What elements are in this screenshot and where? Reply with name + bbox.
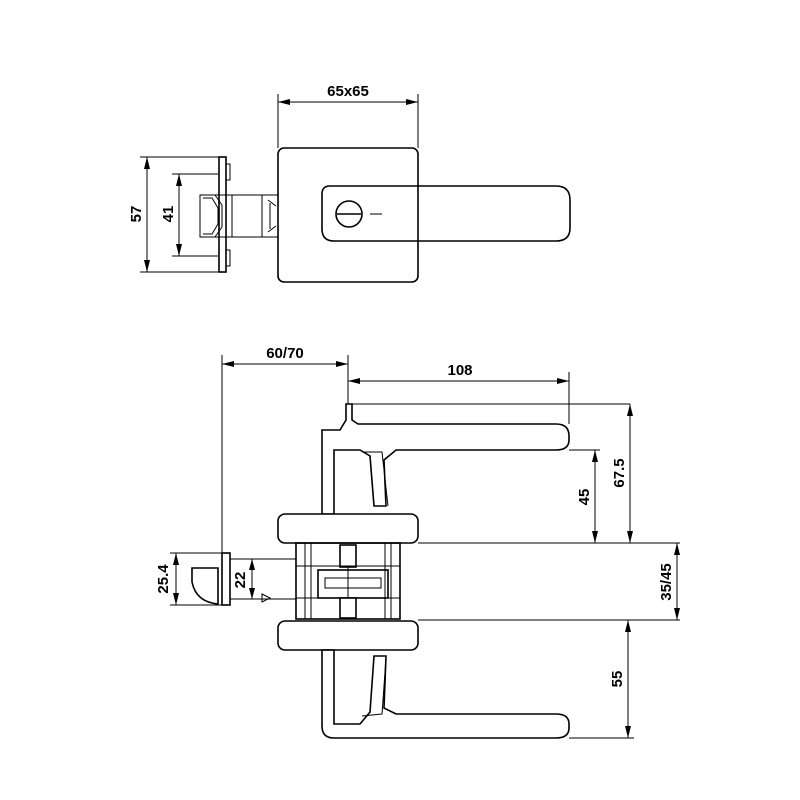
- lever-front: [321, 185, 571, 242]
- dim-latch-face: 25.4: [155, 564, 172, 594]
- dim-backset: 60/70: [266, 345, 304, 362]
- lower-lever: [321, 649, 570, 739]
- latch-side: [191, 552, 297, 606]
- dim-rose-size: 65x65: [327, 83, 369, 100]
- upper-lever: [321, 403, 570, 515]
- dim-latch-inner-height: 41: [160, 206, 177, 223]
- side-view: 60/70 108 67.5 45 35/45 55: [155, 345, 680, 739]
- latch-bolt-front: [199, 194, 278, 238]
- dim-door-thickness: 35/45: [658, 563, 675, 601]
- dim-lever-projection-top: 67.5: [611, 458, 628, 487]
- dim-lever-projection-bottom: 55: [609, 671, 626, 688]
- lower-rose: [277, 620, 419, 651]
- spindle-chassis: [295, 542, 680, 621]
- upper-rose: [277, 513, 419, 544]
- dim-latch-plate-height: 57: [128, 206, 145, 223]
- dim-latch-bolt: 22: [232, 572, 249, 589]
- dim-lever-length: 108: [447, 362, 472, 379]
- thumb-turn: [335, 200, 363, 228]
- square-rose: [277, 147, 419, 283]
- dim-lever-projection: 45: [576, 489, 593, 506]
- front-view: 65x65 57 41: [128, 83, 571, 283]
